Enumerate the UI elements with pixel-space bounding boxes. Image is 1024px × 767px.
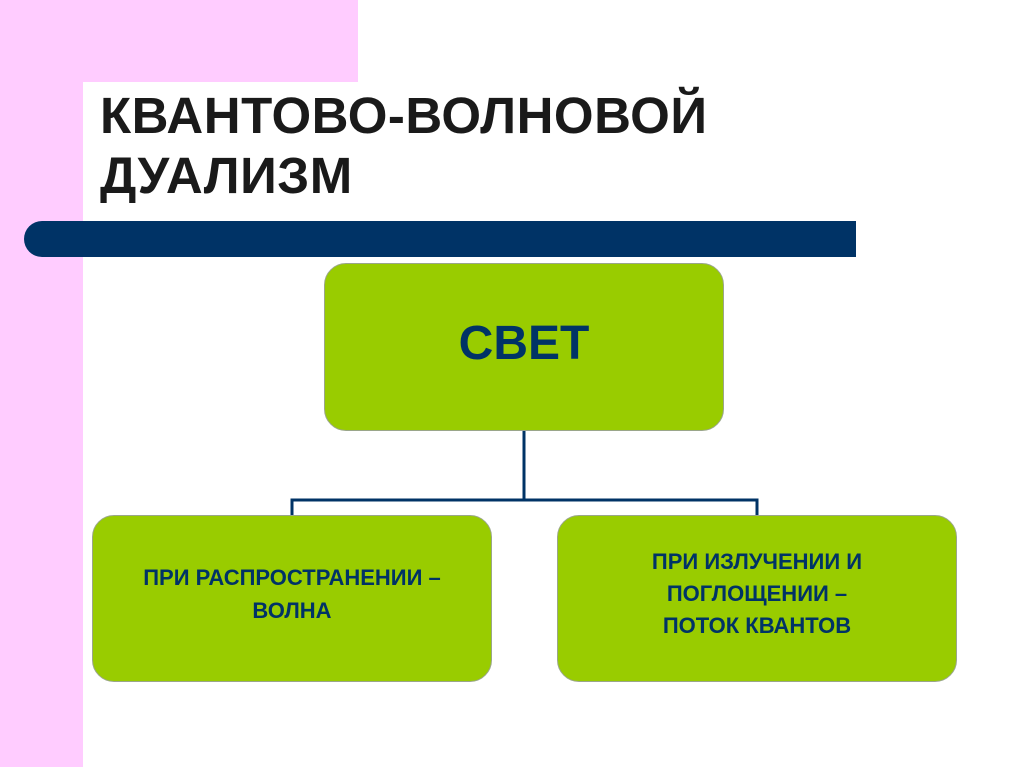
node-root-light: СВЕТ <box>324 263 724 431</box>
node-child-wave: ПРИ РАСПРОСТРАНЕНИИ – ВОЛНА <box>92 515 492 682</box>
node-child-quanta: ПРИ ИЗЛУЧЕНИИ И ПОГЛОЩЕНИИ – ПОТОК КВАНТ… <box>557 515 957 682</box>
node-child-quanta-label: ПРИ ИЗЛУЧЕНИИ И ПОГЛОЩЕНИИ – ПОТОК КВАНТ… <box>651 548 863 638</box>
slide-title-line-1: КВАНТОВО-ВОЛНОВОЙ <box>100 87 708 144</box>
node-child-wave-label: ПРИ РАСПРОСТРАНЕНИИ – ВОЛНА <box>143 564 441 623</box>
title-underline-bar <box>24 221 856 257</box>
slide-title: КВАНТОВО-ВОЛНОВОЙ ДУАЛИЗМ <box>100 86 840 206</box>
decorative-pink-band-left <box>0 0 83 767</box>
slide-title-line-2: ДУАЛИЗМ <box>100 147 353 204</box>
node-root-label: СВЕТ <box>458 316 590 370</box>
